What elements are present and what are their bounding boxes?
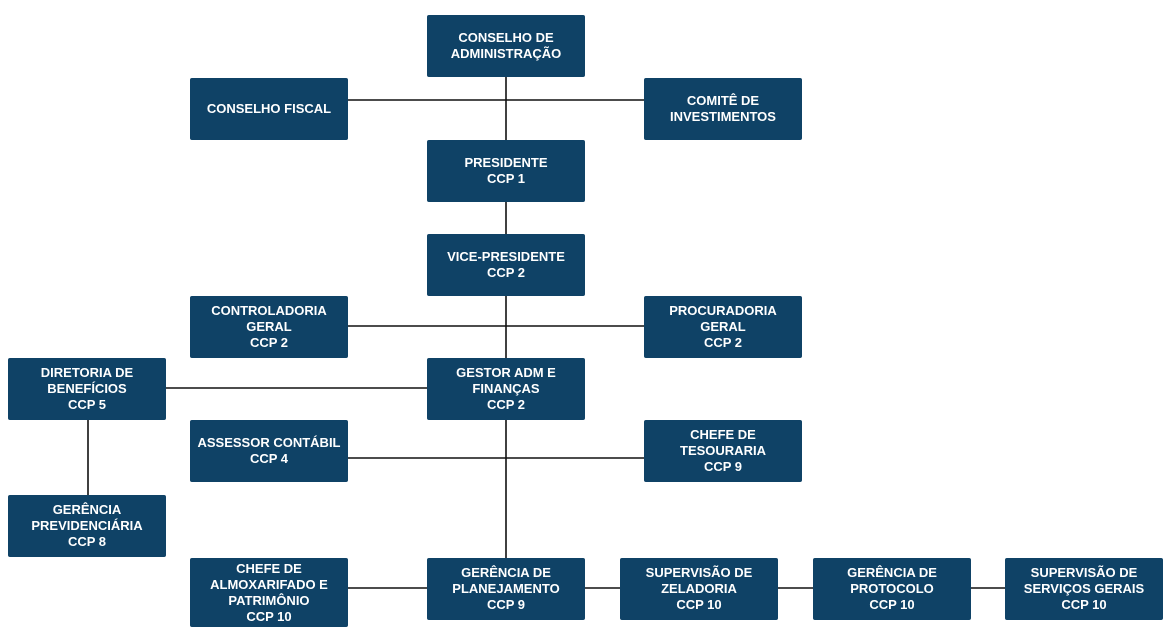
box-label: SUPERVISÃO DE SERVIÇOS GERAIS CCP 10 bbox=[1023, 565, 1145, 612]
box-conselho-administracao: CONSELHO DE ADMINISTRAÇÃO bbox=[427, 15, 585, 77]
box-label: CONSELHO FISCAL bbox=[206, 101, 332, 116]
box-assessor-contabil: ASSESSOR CONTÁBIL CCP 4 bbox=[190, 420, 348, 482]
box-comite-investimentos: COMITÊ DE INVESTIMENTOS bbox=[644, 78, 802, 140]
box-label: GERÊNCIA PREVIDENCIÁRIA CCP 8 bbox=[31, 502, 143, 549]
box-label: CONSELHO DE ADMINISTRAÇÃO bbox=[450, 30, 562, 61]
box-label: GESTOR ADM E FINANÇAS CCP 2 bbox=[456, 365, 556, 412]
box-gestor-adm-financas: GESTOR ADM E FINANÇAS CCP 2 bbox=[427, 358, 585, 420]
box-label: CHEFE DE TESOURARIA CCP 9 bbox=[680, 427, 766, 474]
box-chefe-almoxarifado: CHEFE DE ALMOXARIFADO E PATRIMÔNIO CCP 1… bbox=[190, 558, 348, 627]
box-procuradoria: PROCURADORIA GERAL CCP 2 bbox=[644, 296, 802, 358]
box-gerencia-protocolo: GERÊNCIA DE PROTOCOLO CCP 10 bbox=[813, 558, 971, 620]
box-vice-presidente: VICE-PRESIDENTE CCP 2 bbox=[427, 234, 585, 296]
box-label: CONTROLADORIA GERAL CCP 2 bbox=[211, 303, 327, 350]
box-label: PROCURADORIA GERAL CCP 2 bbox=[669, 303, 777, 350]
box-label: CHEFE DE ALMOXARIFADO E PATRIMÔNIO CCP 1… bbox=[210, 560, 328, 624]
box-chefe-tesouraria: CHEFE DE TESOURARIA CCP 9 bbox=[644, 420, 802, 482]
box-label: GERÊNCIA DE PLANEJAMENTO CCP 9 bbox=[452, 565, 560, 612]
box-supervisao-servicos-gerais: SUPERVISÃO DE SERVIÇOS GERAIS CCP 10 bbox=[1005, 558, 1163, 620]
box-presidente: PRESIDENTE CCP 1 bbox=[427, 140, 585, 202]
box-label: GERÊNCIA DE PROTOCOLO CCP 10 bbox=[847, 565, 937, 612]
box-supervisao-zeladoria: SUPERVISÃO DE ZELADORIA CCP 10 bbox=[620, 558, 778, 620]
box-label: SUPERVISÃO DE ZELADORIA CCP 10 bbox=[645, 565, 753, 612]
box-gerencia-planejamento: GERÊNCIA DE PLANEJAMENTO CCP 9 bbox=[427, 558, 585, 620]
box-diretoria-beneficios: DIRETORIA DE BENEFÍCIOS CCP 5 bbox=[8, 358, 166, 420]
box-label: ASSESSOR CONTÁBIL CCP 4 bbox=[197, 435, 341, 466]
box-gerencia-previdenciaria: GERÊNCIA PREVIDENCIÁRIA CCP 8 bbox=[8, 495, 166, 557]
box-label: DIRETORIA DE BENEFÍCIOS CCP 5 bbox=[40, 365, 134, 412]
box-controladoria: CONTROLADORIA GERAL CCP 2 bbox=[190, 296, 348, 358]
box-label: COMITÊ DE INVESTIMENTOS bbox=[670, 93, 776, 124]
box-label: PRESIDENTE CCP 1 bbox=[464, 155, 548, 186]
box-label: VICE-PRESIDENTE CCP 2 bbox=[447, 249, 565, 280]
box-conselho-fiscal: CONSELHO FISCAL bbox=[190, 78, 348, 140]
